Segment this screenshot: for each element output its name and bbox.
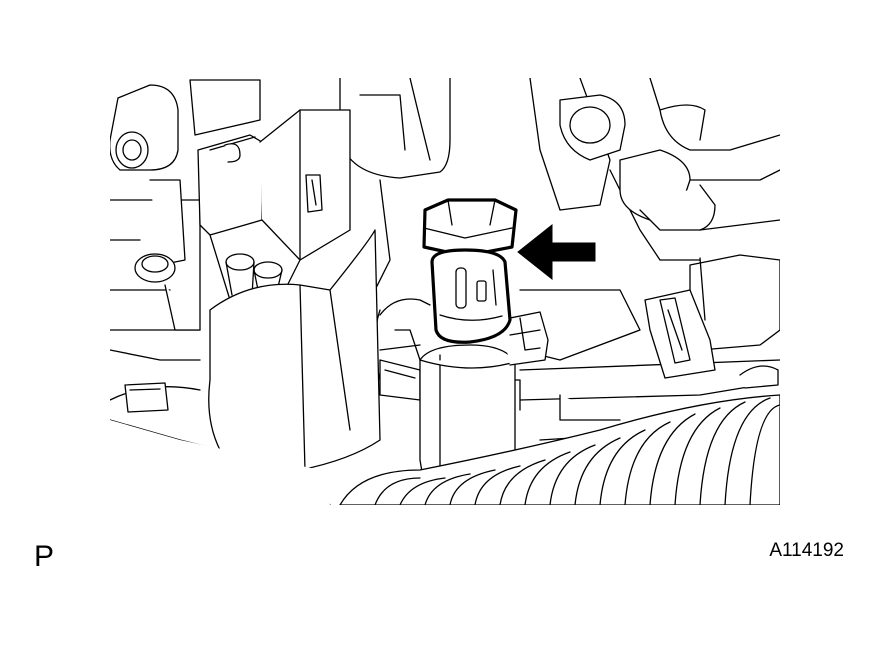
view-mark: P (34, 540, 55, 573)
mounting-bracket (135, 80, 260, 330)
sensor-component (424, 200, 516, 342)
wiring-connector (198, 110, 350, 300)
corrugated-air-hose (340, 395, 780, 505)
metal-pipe (380, 299, 430, 400)
coolant-hose-left (209, 230, 380, 470)
hose-clamp (500, 312, 548, 365)
figure-id: A114192 (769, 540, 844, 561)
rubber-mount-left (110, 85, 178, 170)
right-side-hardware (560, 78, 780, 230)
arrow-left-icon (518, 225, 595, 279)
right-connector (645, 255, 780, 388)
bolt-bottom-left (125, 383, 168, 412)
